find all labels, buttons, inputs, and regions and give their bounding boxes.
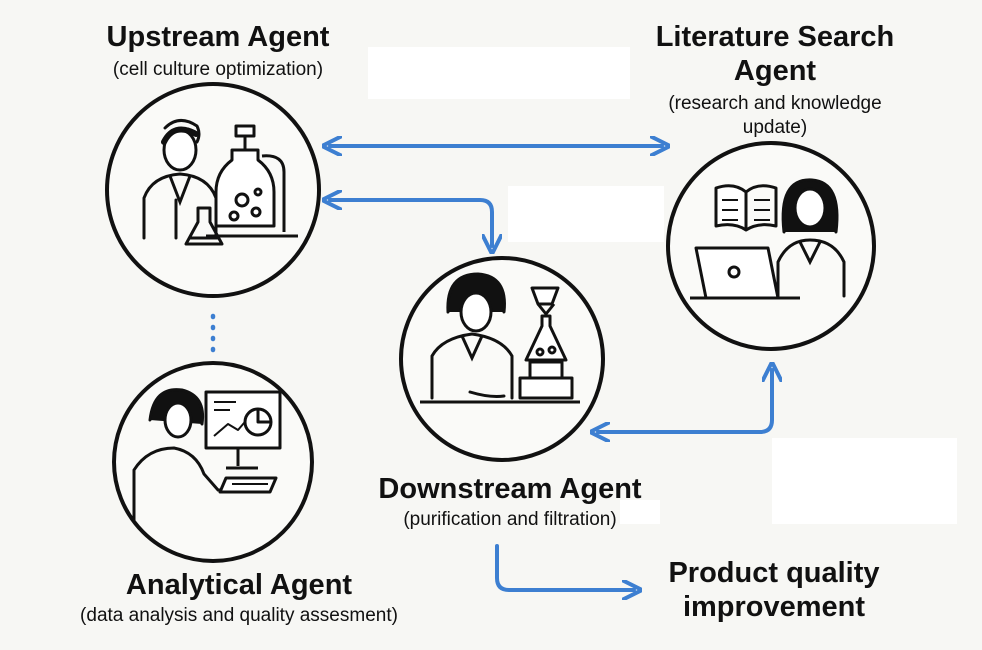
literature-agent-subtitle-line2: update) <box>742 117 808 138</box>
literature-agent-node <box>666 141 876 351</box>
blank-patch-bottom <box>620 500 660 524</box>
downstream-agent-title: Downstream Agent <box>378 473 642 505</box>
blank-patch-top <box>368 47 630 99</box>
arrow-upstream-downstream <box>330 200 492 246</box>
connector-arrows <box>210 146 772 590</box>
analytical-agent-subtitle: (data analysis and quality assesment) <box>80 605 398 626</box>
upstream-agent-node <box>105 82 321 298</box>
blank-patch-right <box>772 438 957 524</box>
technician-icon <box>430 272 514 400</box>
product-quality-label: Product quality improvement <box>644 556 904 624</box>
analytical-agent-label: Analytical Agent (data analysis and qual… <box>14 568 464 628</box>
literature-agent-title-line1: Literature Search <box>655 21 895 53</box>
analytical-agent-node <box>112 361 314 563</box>
laptop-icon <box>690 246 800 300</box>
researcher-icon <box>776 178 846 298</box>
product-quality-line1: Product quality <box>668 557 880 589</box>
open-book-icon <box>714 184 778 232</box>
downstream-agent-subtitle: (purification and filtration) <box>403 509 617 530</box>
downstream-agent-label: Downstream Agent (purification and filtr… <box>330 472 690 532</box>
monitor-chart-icon <box>204 390 282 494</box>
literature-agent-label: Literature Search Agent (research and kn… <box>620 20 930 140</box>
upstream-agent-label: Upstream Agent (cell culture optimizatio… <box>38 20 398 82</box>
downstream-agent-node <box>399 256 605 462</box>
blank-patch-middle <box>508 186 664 242</box>
arrow-downstream-product-quality <box>495 544 634 590</box>
filtration-apparatus-icon <box>420 286 580 404</box>
scientist-icon <box>142 119 218 240</box>
literature-agent-title-line2: Agent <box>733 55 817 87</box>
analyst-icon <box>132 388 246 522</box>
upstream-agent-subtitle: (cell culture optimization) <box>112 59 324 80</box>
upstream-agent-title: Upstream Agent <box>106 21 330 53</box>
literature-agent-subtitle-line1: (research and knowledge <box>668 93 882 114</box>
arrow-downstream-literature <box>598 370 772 432</box>
flask-icon <box>184 206 224 246</box>
analytical-agent-title: Analytical Agent <box>125 569 353 601</box>
product-quality-line2: improvement <box>682 591 866 623</box>
bioreactor-icon <box>206 124 298 238</box>
